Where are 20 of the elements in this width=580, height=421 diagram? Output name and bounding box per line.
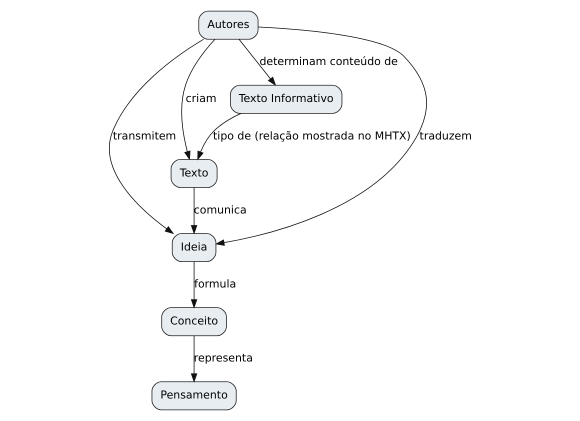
- arrow: [180, 39, 215, 160]
- edge-label: transmitem: [112, 129, 176, 142]
- arrow: [108, 38, 204, 234]
- node-box: Texto: [170, 159, 217, 188]
- arrow: [190, 187, 197, 234]
- node-box: Texto Informativo: [229, 84, 342, 114]
- arrow: [214, 26, 426, 246]
- arrow: [190, 335, 197, 383]
- node-box: Autores: [198, 10, 258, 40]
- edge-label: tipo de (relação mostrada no MHTX): [212, 129, 410, 142]
- node-box: Ideia: [171, 233, 216, 262]
- edge-label: criam: [185, 92, 216, 106]
- edge-label: traduzem: [419, 129, 472, 142]
- edge-label: determinam conteúdo de: [258, 55, 398, 68]
- arrow: [196, 112, 241, 160]
- node-box: Conceito: [160, 307, 226, 336]
- arrow: [190, 261, 197, 309]
- node-box: Pensamento: [151, 381, 236, 410]
- edge-label: representa: [193, 352, 252, 365]
- arrow: [238, 38, 276, 86]
